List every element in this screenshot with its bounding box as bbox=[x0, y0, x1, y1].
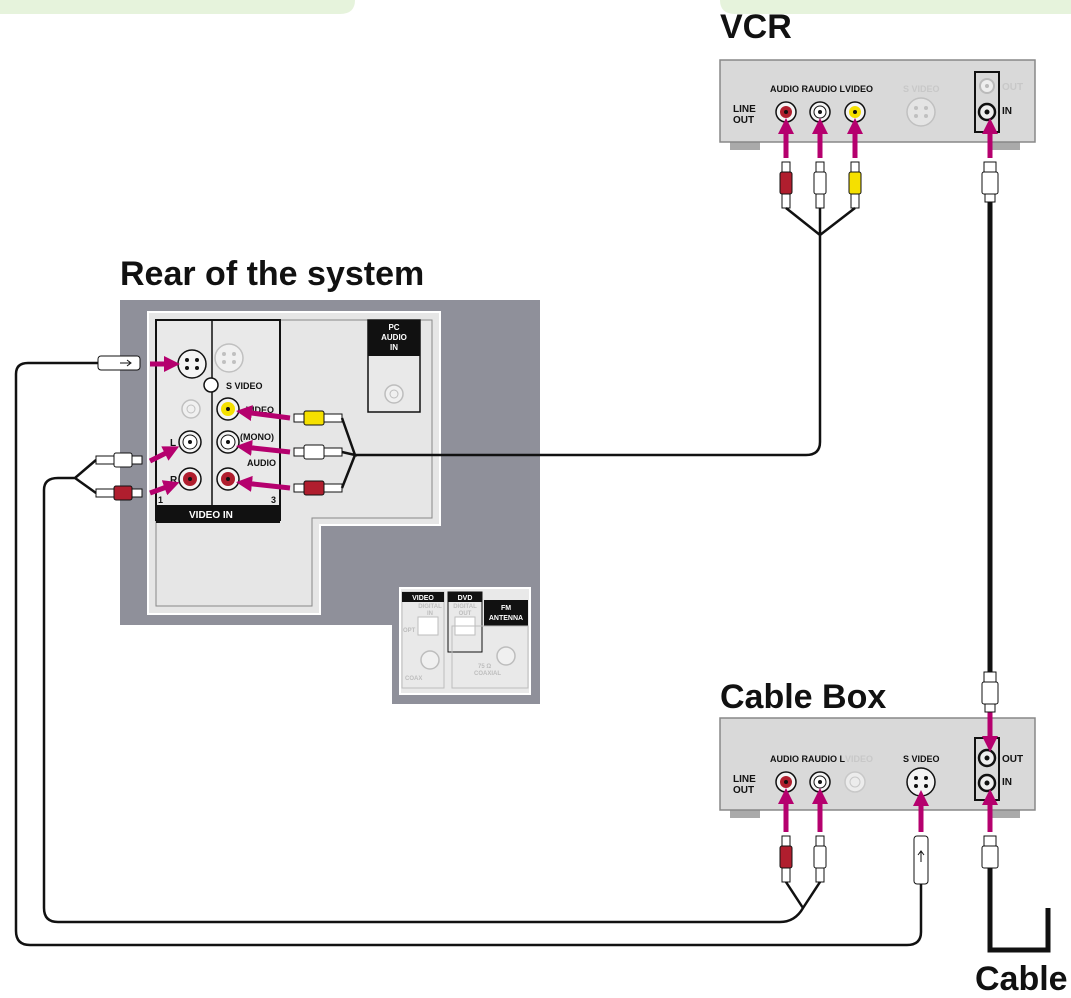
cable-box-svideo-label: S VIDEO bbox=[903, 754, 940, 764]
pc-audio-jack bbox=[384, 384, 404, 404]
fm-label-1: FM bbox=[501, 605, 511, 612]
opt-jack-video bbox=[417, 616, 439, 636]
l-label: L bbox=[170, 438, 176, 449]
audio-l-3-arrow bbox=[236, 439, 291, 456]
vcr-line-out-2: OUT bbox=[733, 115, 754, 126]
cable-box-video-label: VIDEO bbox=[845, 754, 873, 764]
header-strip-right bbox=[720, 0, 1071, 14]
coax-label: COAX bbox=[405, 676, 422, 682]
vcr-audio-r-label: AUDIO R bbox=[770, 84, 809, 94]
fm-antenna-jack bbox=[496, 646, 516, 666]
vcr-audio-r-jack bbox=[775, 101, 797, 123]
rca-plug-red-left bbox=[95, 485, 143, 501]
vcr-svideo-label: S VIDEO bbox=[903, 84, 940, 94]
cablebox-rca-cable bbox=[42, 459, 822, 924]
cable-box-rf-in-jack bbox=[977, 773, 997, 793]
vcr-coax-plug bbox=[981, 161, 999, 203]
cable-box-out-label: OUT bbox=[1002, 754, 1023, 765]
cable-box-line-out-1: LINE bbox=[733, 774, 756, 785]
cable-box-audio-l-label: AUDIO L bbox=[808, 754, 846, 764]
vcr-rca-plug-yellow bbox=[848, 161, 862, 209]
audio-r-jack-1 bbox=[178, 467, 202, 491]
rca-plug-white-left bbox=[95, 452, 143, 468]
dig-in-label-1: DIGITAL bbox=[418, 604, 442, 610]
rear-title: Rear of the system bbox=[120, 255, 424, 293]
rca-plug-red-right bbox=[293, 480, 343, 496]
cable-box-coax-plug-in bbox=[981, 835, 999, 869]
audio-r-jack-3 bbox=[216, 467, 240, 491]
cable-box-rf-out-jack bbox=[977, 748, 997, 768]
audio-l-jack-3 bbox=[216, 430, 240, 454]
video-jack-1 bbox=[181, 399, 201, 419]
dig-out-label-2: OUT bbox=[459, 611, 472, 617]
vcr-out-label: OUT bbox=[1002, 82, 1023, 93]
input-1-label: 1 bbox=[158, 495, 163, 505]
opt-label: OPT bbox=[403, 628, 416, 634]
coax-jack bbox=[420, 650, 440, 670]
vcr-rca-plug-white bbox=[813, 161, 827, 209]
audio-l-1-arrow bbox=[148, 446, 180, 464]
dig-video-label: VIDEO bbox=[412, 595, 434, 602]
vcr-title: VCR bbox=[720, 8, 792, 46]
vcr-rca-split bbox=[340, 417, 357, 489]
svideo-switch bbox=[203, 377, 219, 393]
fm-label-2: ANTENNA bbox=[489, 615, 523, 622]
header-strip-left bbox=[0, 0, 355, 14]
audio-l-jack-1 bbox=[178, 430, 202, 454]
audio-label: AUDIO bbox=[247, 458, 276, 468]
vcr-svideo-jack bbox=[906, 97, 936, 127]
video-3-arrow bbox=[236, 405, 291, 421]
pc-audio-label-1: PC bbox=[388, 323, 399, 332]
vcr-video-jack bbox=[844, 101, 866, 123]
pc-audio-label-3: IN bbox=[390, 343, 398, 352]
dig-out-label-1: DIGITAL bbox=[453, 604, 477, 610]
coaxial-label: COAXIAL bbox=[474, 671, 501, 677]
audio-r-3-arrow bbox=[236, 475, 291, 492]
cable-box-svideo-plug bbox=[913, 835, 929, 885]
dvd-label: DVD bbox=[458, 595, 473, 602]
vcr-rca-cable bbox=[355, 207, 856, 457]
cable-box-in-label: IN bbox=[1002, 777, 1012, 788]
rca-plug-yellow-right bbox=[293, 410, 343, 426]
svideo-jack-1 bbox=[177, 349, 207, 379]
svideo-plug bbox=[97, 355, 141, 371]
audio-r-1-arrow bbox=[149, 480, 180, 496]
input-3-label: 3 bbox=[271, 495, 276, 505]
cable-box-rca-plug-white bbox=[813, 835, 827, 883]
mono-label: (MONO) bbox=[240, 432, 274, 442]
rear-panel: VIDEO IN 1 3 PC AUDIO IN S VIDEO VIDEO L… bbox=[120, 300, 540, 704]
vcr-audio-l-label: AUDIO L bbox=[808, 84, 846, 94]
vcr-video-label: VIDEO bbox=[845, 84, 873, 94]
vcr-line-out-1: LINE bbox=[733, 104, 756, 115]
svideo-label: S VIDEO bbox=[226, 381, 263, 391]
cable-title: Cable bbox=[975, 960, 1068, 998]
rca-plug-white-right bbox=[293, 444, 343, 460]
cable-box-audio-r-jack bbox=[775, 771, 797, 793]
cable-box-title: Cable Box bbox=[720, 678, 886, 716]
cable-box-rca-plug-red bbox=[779, 835, 793, 883]
cable-box-line-out-2: OUT bbox=[733, 785, 754, 796]
ohm-label: 75 Ω bbox=[478, 664, 491, 670]
vcr-rf-out-jack bbox=[979, 78, 995, 94]
cable-box-coax-plug-out bbox=[981, 671, 999, 713]
cable-box-audio-l-jack bbox=[809, 771, 831, 793]
vcr-audio-l-jack bbox=[809, 101, 831, 123]
vcr-rf-in-jack bbox=[977, 102, 997, 122]
incoming-cable bbox=[987, 868, 1051, 953]
video-label: VIDEO bbox=[246, 405, 274, 415]
video-in-label: VIDEO IN bbox=[189, 510, 233, 521]
cable-box-video-jack bbox=[844, 771, 866, 793]
vcr-in-label: IN bbox=[1002, 106, 1012, 117]
cable-box-audio-r-label: AUDIO R bbox=[770, 754, 809, 764]
cablebox-svideo-cable bbox=[14, 361, 923, 947]
dig-in-label-2: IN bbox=[427, 611, 433, 617]
vcr-rca-plug-red bbox=[779, 161, 793, 209]
pc-audio-label-2: AUDIO bbox=[381, 333, 407, 342]
svideo-jack-3 bbox=[214, 343, 244, 373]
cable-box-svideo-jack bbox=[906, 767, 936, 797]
video-jack-3 bbox=[216, 397, 240, 421]
